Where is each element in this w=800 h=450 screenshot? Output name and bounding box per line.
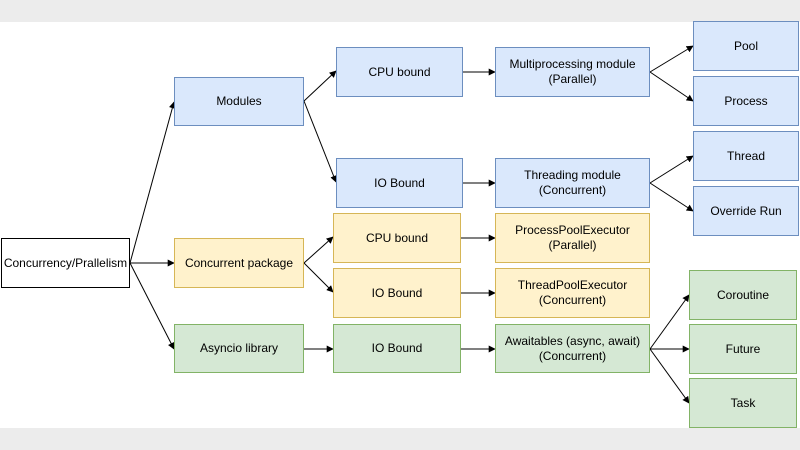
node-asyncio-io-bound: IO Bound [333, 324, 461, 373]
edge-root-asyncio [129, 262, 175, 350]
edge-modules-io [303, 100, 337, 183]
node-concurrent-io-bound: IO Bound [333, 268, 461, 318]
edge-multiprocessing-pool [649, 45, 694, 73]
edge-multiprocessing-process [649, 71, 694, 102]
node-pool: Pool [693, 21, 799, 71]
node-process-pool-executor: ProcessPoolExecutor (Parallel) [495, 213, 650, 263]
node-thread: Thread [693, 131, 799, 181]
node-modules-cpu-bound: CPU bound [336, 47, 463, 97]
edge-concurrent-cpu [303, 236, 334, 264]
node-future: Future [689, 324, 797, 374]
edge-awaitables-coroutine [649, 294, 690, 350]
edge-root-modules [129, 101, 176, 264]
node-modules-io-bound: IO Bound [336, 158, 463, 208]
edge-awaitables-task [649, 348, 690, 404]
edge-concurrent-io [303, 262, 334, 293]
node-override-run: Override Run [693, 186, 799, 236]
node-process: Process [693, 76, 799, 126]
edge-threading-override [649, 182, 694, 212]
node-concurrent-package: Concurrent package [174, 238, 304, 288]
edge-threading-thread [649, 155, 694, 184]
node-concurrent-cpu-bound: CPU bound [333, 213, 461, 263]
node-root: Concurrency/Prallelism [1, 238, 130, 288]
node-multiprocessing-module: Multiprocessing module (Parallel) [495, 47, 650, 97]
node-coroutine: Coroutine [689, 270, 797, 320]
node-asyncio-library: Asyncio library [174, 324, 304, 373]
node-modules: Modules [174, 77, 304, 126]
node-threading-module: Threading module (Concurrent) [495, 158, 650, 208]
edge-modules-cpu [303, 70, 337, 102]
node-awaitables: Awaitables (async, await) (Concurrent) [495, 324, 650, 373]
node-task: Task [689, 378, 797, 428]
node-thread-pool-executor: ThreadPoolExecutor (Concurrent) [495, 268, 650, 318]
